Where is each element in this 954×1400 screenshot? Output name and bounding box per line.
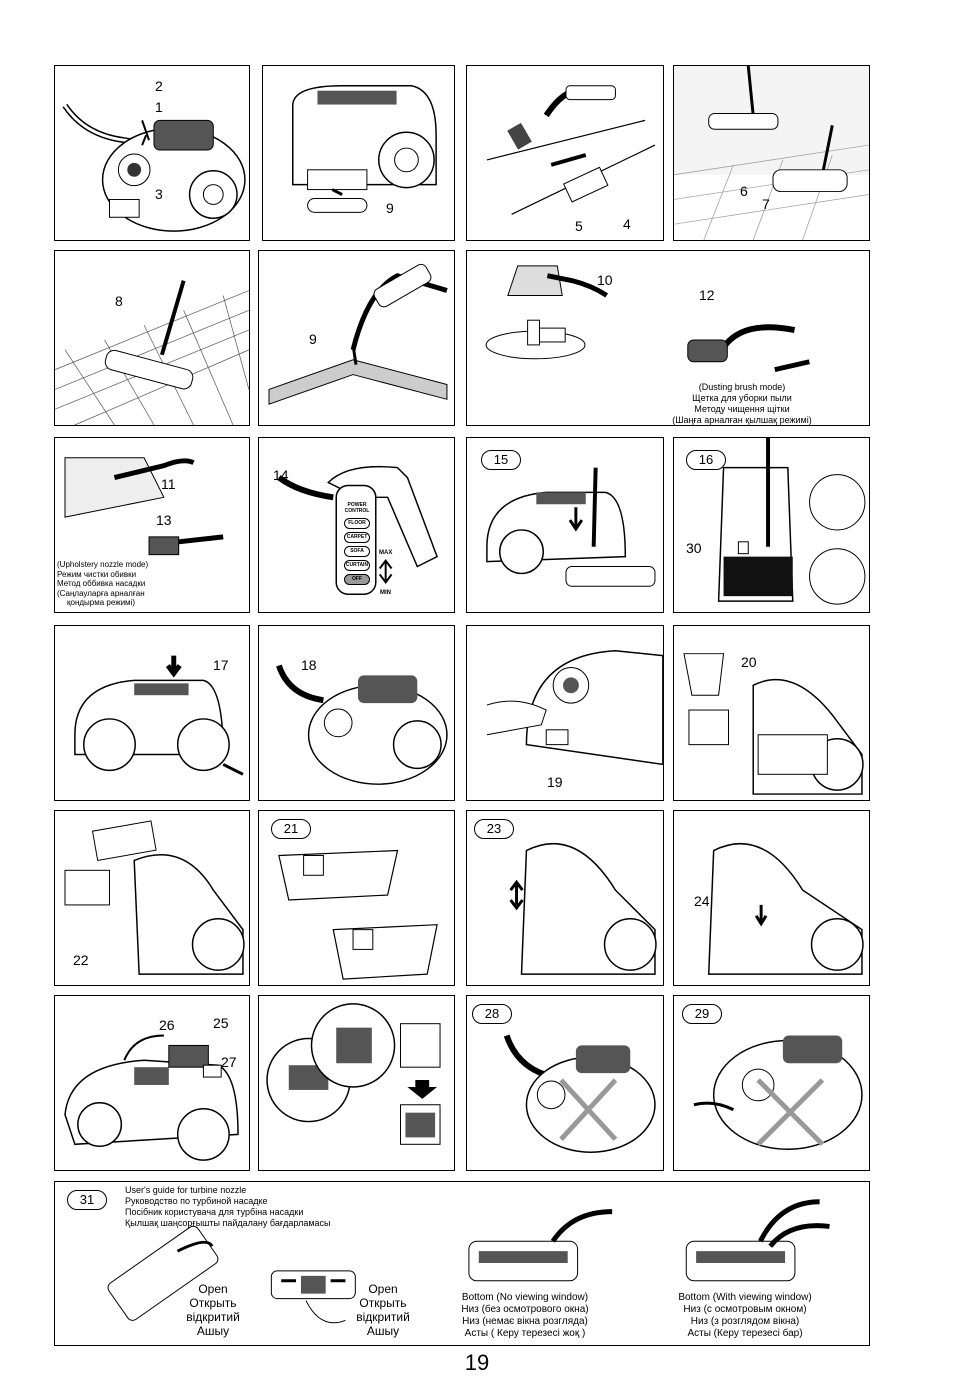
step-badge-23: 23 bbox=[474, 819, 514, 839]
panel-20: 26 25 27 bbox=[54, 995, 250, 1171]
callout-14: 14 bbox=[273, 467, 289, 483]
panel-6: 9 bbox=[258, 250, 455, 426]
do-not-lift-by-lid-illustration bbox=[693, 1035, 863, 1150]
bag-remove-illustration bbox=[509, 842, 657, 975]
vacuum-rear-storage-illustration bbox=[292, 85, 437, 213]
panel-9: 14 POWER CONTROL FLOOR CARPET SOFA CURTA… bbox=[258, 437, 455, 613]
upholstery-nozzle-illustration bbox=[64, 457, 224, 556]
callout-8: 8 bbox=[115, 293, 123, 309]
step-badge-21: 21 bbox=[271, 819, 311, 839]
panel-23: 29 bbox=[673, 995, 870, 1171]
dust-bag-holder-illustration bbox=[683, 653, 864, 795]
open-caption-2: Open Открыть відкритий Ашыу bbox=[356, 1282, 410, 1338]
callout-10: 10 bbox=[597, 272, 613, 288]
step-badge-31: 31 bbox=[67, 1190, 107, 1210]
step-badge-29: 29 bbox=[682, 1004, 722, 1024]
callout-3: 3 bbox=[155, 186, 163, 202]
callout-30: 30 bbox=[686, 540, 702, 556]
filter-clean-illustration bbox=[266, 1003, 441, 1145]
callout-9: 9 bbox=[386, 200, 394, 216]
callout-1: 1 bbox=[155, 99, 163, 115]
callout-2: 2 bbox=[155, 78, 163, 94]
callout-4: 4 bbox=[623, 216, 631, 232]
floor-carpet-nozzle-illustration bbox=[674, 66, 869, 240]
panel-14: 19 bbox=[466, 625, 664, 801]
callout-6: 6 bbox=[740, 183, 748, 199]
panel-5: 8 bbox=[54, 250, 250, 426]
callout-24: 24 bbox=[694, 893, 710, 909]
hard-floor-nozzle-illustration bbox=[55, 280, 249, 425]
curtain-button[interactable]: CURTAIN bbox=[344, 560, 370, 571]
turbine-title: User's guide for turbine nozzle Руководс… bbox=[125, 1185, 331, 1228]
panel-turbine: 31 User's guide for turbine nozzle Руков… bbox=[54, 1181, 870, 1346]
hose-release-illustration bbox=[276, 664, 448, 785]
lid-open-illustration bbox=[486, 649, 663, 766]
panel-12: 17 bbox=[54, 625, 250, 801]
panel-22: 28 bbox=[466, 995, 664, 1171]
callout-18: 18 bbox=[301, 657, 317, 673]
panel-1: 2 1 3 bbox=[54, 65, 250, 241]
panel-10: 15 bbox=[466, 437, 664, 613]
callout-7: 7 bbox=[762, 196, 770, 212]
do-not-lift-by-hose-illustration bbox=[503, 1034, 656, 1153]
panel-15: 20 bbox=[673, 625, 870, 801]
max-label: MAX bbox=[379, 550, 393, 556]
bottom-no-window-caption: Bottom (No viewing window) Низ (без осмо… bbox=[461, 1292, 589, 1339]
bottom-with-window-caption: Bottom (With viewing window) Низ (с осмо… bbox=[678, 1292, 812, 1339]
callout-9b: 9 bbox=[309, 331, 317, 347]
carpet-button[interactable]: CARPET bbox=[344, 532, 370, 543]
vacuum-hose-connect-illustration bbox=[62, 103, 246, 232]
panel-7: 10 12 (Dusting brush mode) Щетка для убо… bbox=[466, 250, 870, 426]
step-badge-28: 28 bbox=[472, 1004, 512, 1024]
panel-11: 16 30 bbox=[673, 437, 870, 613]
power-control-title: POWER CONTROL bbox=[344, 502, 370, 514]
upright-storage-illustration bbox=[717, 438, 866, 605]
page-number: 19 bbox=[464, 1350, 490, 1375]
callout-27: 27 bbox=[221, 1054, 237, 1070]
bag-locked-illustration bbox=[707, 842, 864, 975]
panel-8: 11 13 (Upholstery nozzle mode) Режим чис… bbox=[54, 437, 250, 613]
callout-5: 5 bbox=[575, 218, 583, 234]
callout-22: 22 bbox=[73, 952, 89, 968]
step-badge-16: 16 bbox=[686, 450, 726, 470]
floor-button[interactable]: FLOOR bbox=[344, 518, 370, 529]
step-badge-15: 15 bbox=[481, 450, 521, 470]
panel-2: 9 bbox=[262, 65, 455, 241]
off-button[interactable]: OFF bbox=[344, 574, 370, 585]
callout-20: 20 bbox=[741, 654, 757, 670]
callout-26: 26 bbox=[159, 1017, 175, 1033]
wand-park-illustration bbox=[486, 467, 656, 587]
panel-4: 6 7 bbox=[673, 65, 870, 241]
min-label: MIN bbox=[380, 590, 391, 596]
dusting-brush-illustration bbox=[485, 265, 810, 373]
crevice-tool-illustration bbox=[268, 263, 448, 405]
callout-17: 17 bbox=[213, 657, 229, 673]
dusting-caption: (Dusting brush mode) Щетка для уборки пы… bbox=[672, 382, 812, 425]
cord-rewind-illustration bbox=[74, 655, 244, 776]
panel-13: 18 bbox=[258, 625, 455, 801]
panel-18: 23 bbox=[466, 810, 664, 986]
panel-17: 21 bbox=[258, 810, 455, 986]
callout-11: 11 bbox=[161, 476, 176, 492]
filter-location-illustration bbox=[64, 1034, 239, 1161]
panel-21 bbox=[258, 995, 455, 1171]
sofa-button[interactable]: SOFA bbox=[344, 546, 370, 557]
panel-3: 5 4 bbox=[466, 65, 664, 241]
open-caption-1: Open Открыть відкритий Ашыу bbox=[186, 1282, 240, 1338]
wand-tube-adjust-illustration bbox=[486, 85, 656, 215]
callout-13: 13 bbox=[156, 512, 172, 528]
bag-insert-illustration bbox=[64, 820, 245, 975]
callout-12: 12 bbox=[699, 287, 715, 303]
panel-16: 22 bbox=[54, 810, 250, 986]
panel-19: 24 bbox=[673, 810, 870, 986]
turbine-nozzle-illustrations bbox=[107, 1199, 830, 1324]
upholstery-caption: (Upholstery nozzle mode) Режим чистки об… bbox=[57, 560, 149, 607]
callout-19: 19 bbox=[547, 774, 563, 790]
callout-25: 25 bbox=[213, 1015, 229, 1031]
bag-seal-illustration bbox=[278, 849, 438, 980]
